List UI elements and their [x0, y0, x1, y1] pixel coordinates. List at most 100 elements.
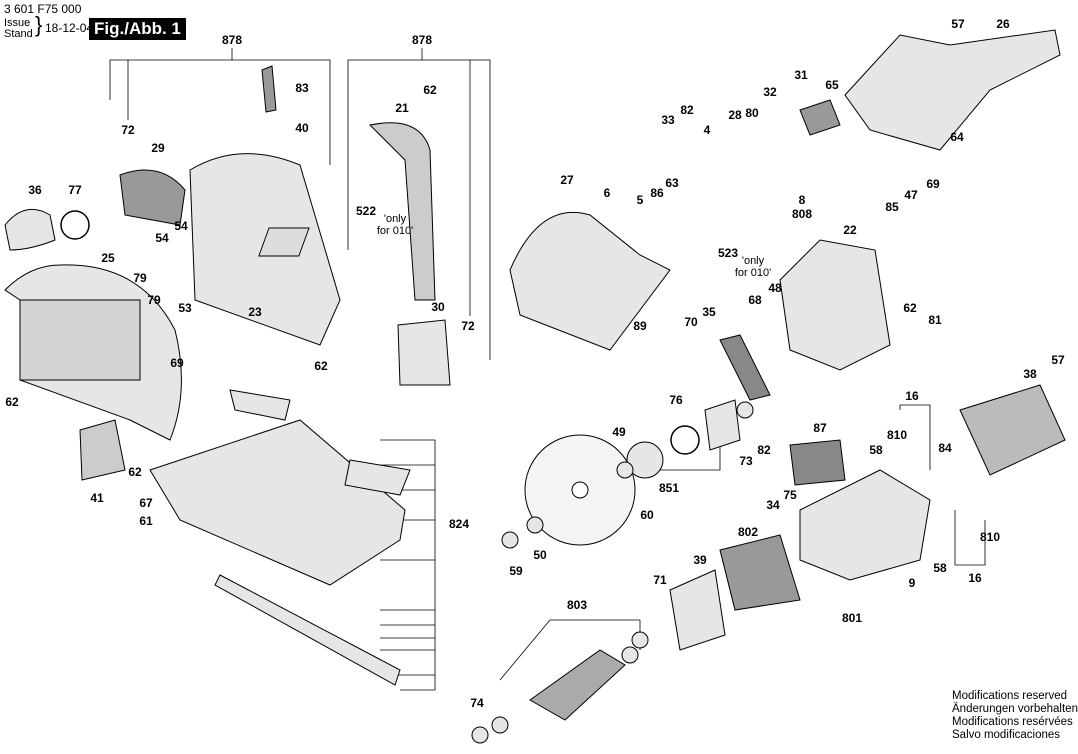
part-label-49: 49	[612, 425, 626, 439]
bearing	[621, 646, 639, 664]
figure-title: Fig./Abb. 1	[89, 18, 186, 40]
part-label-26: 26	[996, 17, 1010, 31]
part-label-878: 878	[221, 33, 243, 47]
bearing	[471, 726, 489, 744]
part-label-53: 53	[178, 301, 192, 315]
part-label-84: 84	[938, 441, 952, 455]
part-label-74: 74	[470, 696, 484, 710]
part-label-79: 79	[133, 271, 147, 285]
part-label-41: 41	[90, 491, 104, 505]
lever-35	[719, 334, 771, 401]
part-label-810: 810	[979, 530, 1001, 544]
part-label-54: 54	[174, 219, 188, 233]
part-label-5: 5	[636, 193, 644, 207]
part-label-68: 68	[748, 293, 762, 307]
dust-port-36	[4, 208, 56, 251]
part-label-8: 8	[798, 193, 806, 207]
part-label-65: 65	[825, 78, 839, 92]
part-label-35: 35	[702, 305, 716, 319]
part-label-79: 79	[147, 293, 161, 307]
bearing	[501, 531, 519, 549]
part-label-61: 61	[139, 514, 153, 528]
guard-cap-29	[119, 169, 186, 226]
part-label-72: 72	[121, 123, 135, 137]
part-label-802: 802	[737, 525, 759, 539]
part-label-6: 6	[603, 186, 611, 200]
bracket-30	[397, 319, 451, 386]
modifications-note: Modifications reserved Änderungen vorbeh…	[952, 690, 1078, 742]
part-41	[79, 419, 126, 481]
bracket-824	[380, 439, 436, 691]
bearing	[631, 631, 649, 649]
part-label-808: 808	[791, 207, 813, 221]
part-label-54: 54	[155, 231, 169, 245]
spindle	[704, 399, 741, 451]
part-label-851: 851	[658, 481, 680, 495]
part-label-69: 69	[926, 177, 940, 191]
part-label-33: 33	[661, 113, 675, 127]
part-label-73: 73	[739, 454, 753, 468]
base-plate-824	[149, 419, 406, 586]
part-label-57: 57	[1051, 353, 1065, 367]
part-label-22: 22	[843, 223, 857, 237]
bracket-878-left	[109, 59, 331, 165]
part-label-810: 810	[886, 428, 908, 442]
part-label-62: 62	[5, 395, 19, 409]
part-label-27: 27	[560, 173, 574, 187]
part-label-58: 58	[933, 561, 947, 575]
o-ring-76	[670, 425, 700, 455]
document-number: 3 601 F75 000	[4, 2, 82, 16]
part-label-89: 89	[633, 319, 647, 333]
variant-note: 'only for 010'	[734, 255, 772, 279]
part-label-69: 69	[170, 356, 184, 370]
part-label-62: 62	[423, 83, 437, 97]
issue-label: Issue	[4, 17, 31, 29]
part-label-801: 801	[841, 611, 863, 625]
handle-26	[844, 29, 1061, 151]
sticker-522	[258, 227, 310, 257]
variant-note: 'only for 010'	[376, 213, 414, 237]
part-label-85: 85	[885, 200, 899, 214]
footer-line: Änderungen vorbehalten	[952, 703, 1078, 715]
part-label-59: 59	[509, 564, 523, 578]
part-label-9: 9	[908, 576, 916, 590]
part-label-63: 63	[665, 176, 679, 190]
part-label-38: 38	[1023, 367, 1037, 381]
switch-31	[799, 99, 841, 136]
part-label-87: 87	[813, 421, 827, 435]
part-label-62: 62	[903, 301, 917, 315]
part-label-58: 58	[869, 443, 883, 457]
rip-fence	[214, 574, 401, 686]
part-label-36: 36	[28, 183, 42, 197]
motor-cover-38	[959, 384, 1066, 476]
part-label-23: 23	[248, 305, 262, 319]
clamp	[344, 459, 411, 496]
part-label-57: 57	[951, 17, 965, 31]
part-label-64: 64	[950, 130, 964, 144]
part-label-50: 50	[533, 548, 547, 562]
part-label-67: 67	[139, 496, 153, 510]
part-label-81: 81	[928, 313, 942, 327]
part-label-62: 62	[128, 465, 142, 479]
footer-line: Modifications resérvées	[952, 716, 1073, 728]
clamp	[229, 389, 291, 421]
part-label-60: 60	[640, 508, 654, 522]
part-label-71: 71	[653, 573, 667, 587]
brush-plate-87	[789, 439, 846, 486]
part-label-25: 25	[101, 251, 115, 265]
bearing	[526, 516, 544, 534]
part-label-824: 824	[448, 517, 470, 531]
part-label-32: 32	[763, 85, 777, 99]
part-label-523: 523	[717, 246, 739, 260]
bracket-16-top	[899, 404, 931, 470]
bearing	[616, 461, 634, 479]
part-label-16: 16	[968, 571, 982, 585]
part-label-40: 40	[295, 121, 309, 135]
brace: }	[35, 12, 43, 37]
guard-panel	[19, 299, 141, 381]
part-label-86: 86	[650, 186, 664, 200]
part-label-80: 80	[745, 106, 759, 120]
part-label-82: 82	[680, 103, 694, 117]
part-label-76: 76	[669, 393, 683, 407]
